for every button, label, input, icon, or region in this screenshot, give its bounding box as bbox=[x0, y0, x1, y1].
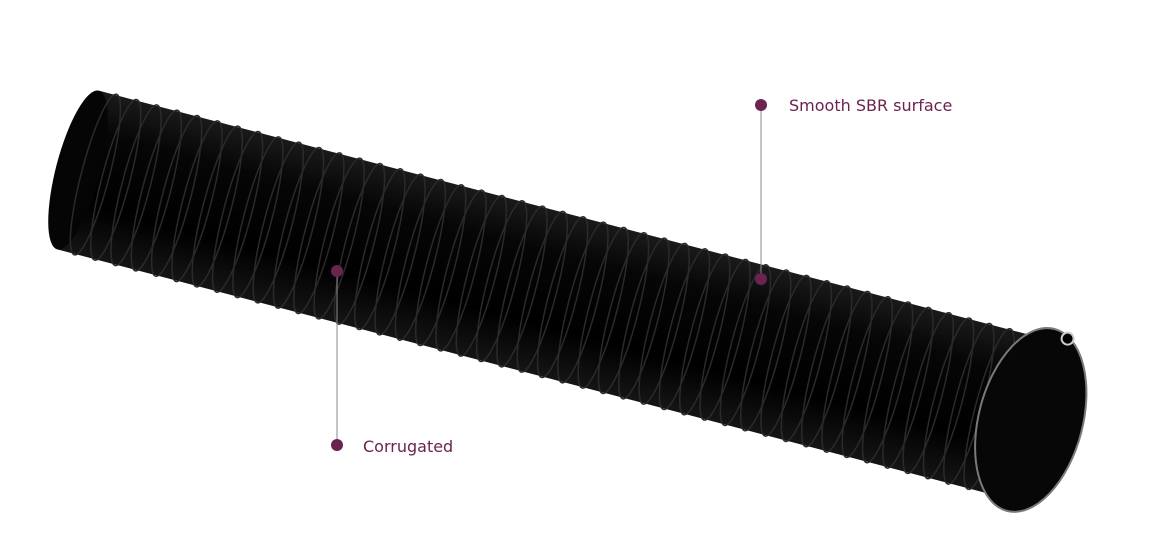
callout-label-corrugated: Corrugated bbox=[363, 437, 454, 456]
hose-rib bbox=[841, 295, 894, 459]
hose-rib bbox=[557, 221, 609, 384]
hose-body bbox=[57, 90, 1052, 500]
hose-rib bbox=[699, 258, 751, 421]
callout-label-smooth-surface: Smooth SBR surface bbox=[789, 96, 953, 115]
hose-rib bbox=[882, 306, 934, 469]
hose-wire-end bbox=[1060, 331, 1075, 346]
hose-rib bbox=[130, 109, 183, 272]
hose-rib bbox=[313, 157, 365, 320]
hose-rib bbox=[475, 200, 528, 363]
hose-rib bbox=[800, 285, 853, 448]
hose-left-end bbox=[48, 90, 108, 250]
hose-rib bbox=[780, 279, 833, 443]
hose-rib bbox=[516, 210, 569, 373]
hose-rib bbox=[719, 263, 772, 427]
hose-rib bbox=[739, 269, 792, 432]
hose-rib bbox=[536, 216, 589, 379]
hose-rib bbox=[394, 178, 447, 341]
hose-rib bbox=[658, 247, 711, 411]
hose-rib bbox=[496, 205, 548, 368]
hose-rib bbox=[252, 141, 305, 304]
hose-rib bbox=[110, 104, 162, 267]
callout-dot-corrugated bbox=[331, 439, 343, 451]
hose-rib bbox=[171, 120, 223, 283]
hose-rib bbox=[638, 242, 690, 405]
hose-rib bbox=[760, 274, 812, 437]
hose-rib bbox=[414, 184, 467, 347]
callout-dot-smooth bbox=[755, 99, 767, 111]
hose-rib bbox=[861, 301, 914, 464]
hose-rib bbox=[922, 317, 975, 480]
hose-rib bbox=[618, 237, 670, 400]
hose-rib bbox=[191, 125, 244, 288]
hose-rib bbox=[435, 189, 487, 352]
hose-rib bbox=[333, 162, 386, 325]
hose-rib bbox=[211, 130, 264, 293]
hose-rib bbox=[597, 232, 650, 395]
hose-rib bbox=[272, 146, 325, 309]
callout-anchor-smooth bbox=[755, 273, 767, 285]
hose-rib bbox=[821, 290, 873, 453]
hose-rib bbox=[69, 93, 122, 256]
hose-rib bbox=[293, 152, 345, 315]
hose-rib bbox=[455, 194, 508, 357]
hose-rib bbox=[89, 98, 142, 262]
hose-rib bbox=[678, 253, 731, 416]
callout-anchor-corrugated bbox=[331, 265, 343, 277]
hose-opening bbox=[974, 327, 1088, 513]
hose-rib bbox=[150, 114, 203, 277]
hose-rib bbox=[353, 168, 406, 331]
hose-rib bbox=[374, 173, 426, 336]
